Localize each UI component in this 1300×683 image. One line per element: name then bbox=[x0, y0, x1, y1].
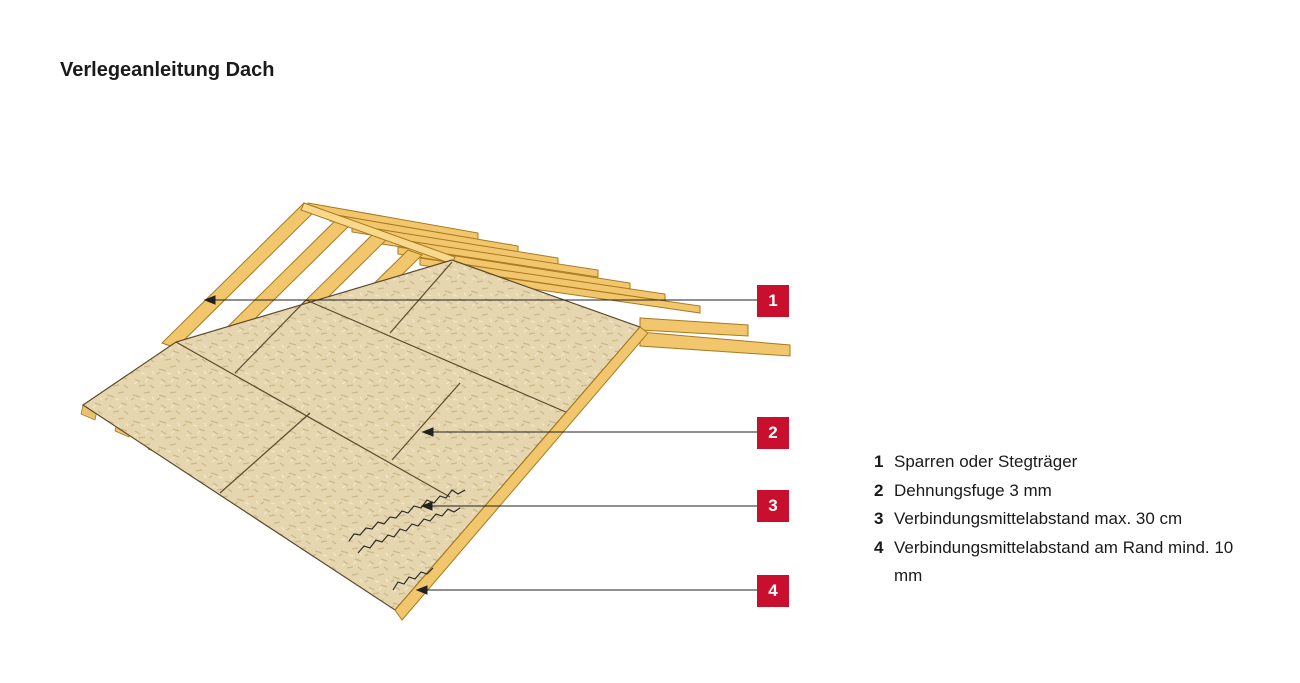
gable-rafter bbox=[394, 326, 649, 621]
legend-item: 4 Verbindungsmittelabstand am Rand mind.… bbox=[874, 534, 1234, 591]
legend-item: 3 Verbindungsmittelabstand max. 30 cm bbox=[874, 505, 1234, 534]
legend-number: 2 bbox=[874, 480, 884, 500]
fastener-lines bbox=[348, 489, 466, 591]
marker-4-label: 4 bbox=[768, 581, 778, 600]
legend-text: Verbindungsmittelabstand am Rand mind. 1… bbox=[894, 537, 1234, 586]
legend-item: 1 Sparren oder Stegträger bbox=[874, 448, 1234, 477]
marker-1: 1 bbox=[757, 285, 789, 317]
marker-4: 4 bbox=[757, 575, 789, 607]
marker-2-label: 2 bbox=[768, 423, 778, 442]
legend-text: Sparren oder Stegträger bbox=[894, 452, 1078, 471]
page-title: Verlegeanleitung Dach bbox=[60, 59, 275, 81]
marker-2: 2 bbox=[757, 417, 789, 449]
legend-number: 4 bbox=[874, 537, 884, 557]
legend-number: 3 bbox=[874, 509, 884, 528]
osb-roof-deck bbox=[81, 259, 642, 611]
marker-3-label: 3 bbox=[768, 496, 778, 515]
legend-text: Verbindungsmittelabstand max. 30 cm bbox=[894, 509, 1183, 528]
leader-lines bbox=[203, 295, 757, 595]
legend-number: 1 bbox=[874, 452, 884, 471]
marker-1-label: 1 bbox=[768, 291, 778, 310]
roof-purlins bbox=[307, 202, 791, 357]
legend-text: Dehnungsfuge 3 mm bbox=[894, 480, 1052, 500]
marker-3: 3 bbox=[757, 490, 789, 522]
legend: 1 Sparren oder Stegträger 2 Dehnungsfuge… bbox=[874, 448, 1234, 591]
legend-item: 2 Dehnungsfuge 3 mm bbox=[874, 477, 1234, 506]
